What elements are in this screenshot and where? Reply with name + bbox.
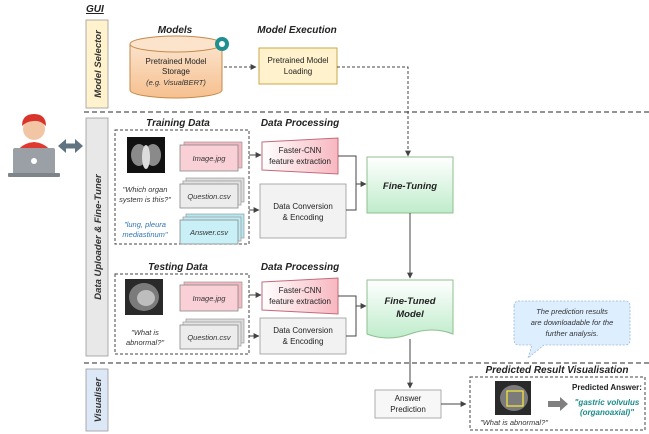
- cnn-train-line2: feature extraction: [269, 157, 331, 166]
- bidirectional-arrow-icon: [58, 139, 83, 153]
- section-data-uploader: Data Uploader & Fine-Tuner: [85, 117, 109, 357]
- callout-line3: further analysis.: [546, 329, 599, 338]
- fine-tuning-box[interactable]: Fine-Tuning: [366, 156, 454, 214]
- arrow-loading-to-finetuning: [337, 66, 411, 157]
- cnn-train-line1: Faster-CNN: [279, 146, 322, 155]
- fine-tuned-model-box[interactable]: Fine-Tuned Model: [366, 279, 454, 339]
- fine-tuned-line1: Fine-Tuned: [384, 296, 435, 307]
- conversion-test-line2: & Encoding: [283, 337, 324, 346]
- training-answer-file-label: Answer.csv: [189, 228, 229, 237]
- gear-badge-icon: [215, 37, 229, 51]
- answer-prediction-line1: Answer: [395, 394, 422, 403]
- pretrained-model-loading-box[interactable]: Pretrained Model Loading: [258, 47, 338, 85]
- training-question-text-1: "Which organ: [123, 185, 168, 194]
- section-visualiser: Visualiser: [85, 368, 109, 432]
- training-answer-file[interactable]: Answer.csv: [179, 213, 245, 245]
- faster-cnn-block-test[interactable]: Faster-CNN feature extraction: [261, 277, 339, 315]
- header-data-processing-test: Data Processing: [261, 262, 339, 273]
- header-testing-data: Testing Data: [148, 262, 208, 273]
- data-conversion-block-test[interactable]: Data Conversion & Encoding: [259, 317, 347, 355]
- fine-tuning-label: Fine-Tuning: [383, 181, 437, 192]
- gui-label: GUI: [86, 4, 104, 15]
- training-answer-text-2: mediastinum": [122, 230, 168, 239]
- pretrained-model-storage[interactable]: Pretrained Model Storage (e.g. VisualBER…: [129, 35, 223, 99]
- testing-image-file[interactable]: Image.jpg: [179, 281, 243, 312]
- section-model-selector: Model Selector: [85, 19, 109, 109]
- training-image-file[interactable]: Image.jpg: [179, 141, 243, 172]
- storage-label-line2: Storage: [162, 67, 191, 76]
- testing-question-file[interactable]: Question.csv: [179, 318, 245, 350]
- testing-question-text-1: "What is: [131, 328, 159, 337]
- training-answer-text-1: "lung, pleura: [124, 220, 166, 229]
- training-question-file-label: Question.csv: [187, 192, 232, 201]
- answer-prediction-box[interactable]: Answer Prediction: [374, 389, 442, 419]
- loading-label-line1: Pretrained Model: [268, 56, 329, 65]
- testing-data-group: [114, 273, 250, 355]
- section-label-data-uploader: Data Uploader & Fine-Tuner: [93, 173, 104, 300]
- section-label-model-selector: Model Selector: [93, 29, 104, 98]
- answer-prediction-line2: Prediction: [390, 405, 426, 414]
- connector-cnn-train: [338, 155, 357, 184]
- user-icon: [8, 114, 60, 177]
- data-conversion-block-train[interactable]: Data Conversion & Encoding: [259, 183, 347, 239]
- header-training-data: Training Data: [146, 118, 210, 129]
- fine-tuned-line2: Model: [396, 309, 424, 320]
- conversion-test-line1: Data Conversion: [273, 326, 333, 335]
- cnn-test-line2: feature extraction: [269, 297, 331, 306]
- header-data-processing-train: Data Processing: [261, 118, 339, 129]
- section-label-visualiser: Visualiser: [93, 376, 104, 422]
- faster-cnn-block-train[interactable]: Faster-CNN feature extraction: [261, 137, 339, 175]
- result-arrow-icon: [548, 397, 568, 411]
- training-image-file-label: Image.jpg: [193, 154, 227, 163]
- header-model-execution: Model Execution: [257, 25, 336, 36]
- predicted-answer-label: Predicted Answer:: [572, 383, 642, 392]
- cnn-test-line1: Faster-CNN: [279, 286, 322, 295]
- connector-cnn-test: [338, 295, 367, 309]
- result-xray-image: [495, 381, 531, 415]
- callout-line1: The prediction results: [536, 307, 608, 316]
- predicted-answer-line1: "gastric volvulus: [575, 398, 640, 407]
- testing-question-text-2: abnormal?": [126, 338, 164, 347]
- storage-label-line1: Pretrained Model: [146, 57, 207, 66]
- training-question-text-2: system is this?": [119, 195, 171, 204]
- predicted-answer-line2: (organoaxial)": [580, 408, 634, 417]
- result-question-text: "What is abnormal?": [480, 418, 548, 427]
- download-callout: The prediction results are downloadable …: [513, 300, 631, 360]
- testing-image-file-label: Image.jpg: [193, 294, 227, 303]
- storage-label-line3: (e.g. VisualBERT): [146, 78, 206, 87]
- testing-xray-image: [125, 279, 163, 315]
- conversion-train-line2: & Encoding: [283, 213, 324, 222]
- connector-conv-test: [346, 306, 357, 337]
- header-models: Models: [158, 25, 193, 36]
- testing-question-file-label: Question.csv: [187, 333, 232, 342]
- conversion-train-line1: Data Conversion: [273, 202, 333, 211]
- callout-line2: are downloadable for the: [531, 318, 614, 327]
- connector-to-finetuning: [346, 181, 367, 211]
- header-predicted-visualisation: Predicted Result Visualisation: [485, 365, 628, 376]
- training-xray-image: [127, 137, 165, 173]
- predicted-result-group: [469, 376, 646, 431]
- loading-label-line2: Loading: [284, 67, 312, 76]
- training-question-file[interactable]: Question.csv: [179, 177, 245, 209]
